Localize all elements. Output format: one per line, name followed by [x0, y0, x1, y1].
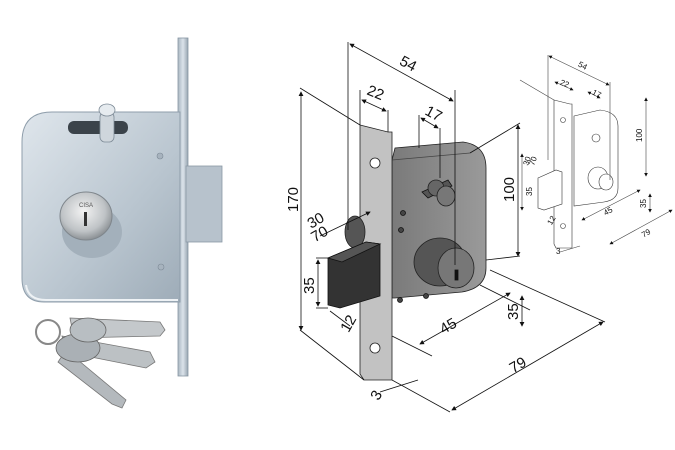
svg-text:54: 54 [397, 53, 420, 76]
svg-text:70: 70 [527, 155, 539, 167]
svg-text:3: 3 [556, 247, 561, 256]
technical-drawing-small [519, 55, 673, 253]
svg-text:17: 17 [422, 103, 445, 126]
svg-text:35: 35 [301, 277, 318, 294]
lock-photo: CISA [21, 37, 223, 409]
svg-text:45: 45 [602, 205, 615, 218]
svg-text:100: 100 [635, 128, 644, 142]
svg-text:100: 100 [501, 177, 518, 202]
svg-text:12: 12 [337, 312, 360, 335]
svg-text:35: 35 [639, 199, 648, 208]
svg-text:17: 17 [591, 88, 604, 100]
svg-text:45: 45 [437, 315, 460, 338]
cylinder-brand: CISA [79, 203, 93, 209]
svg-text:22: 22 [364, 82, 386, 104]
keys [35, 317, 166, 409]
svg-text:22: 22 [559, 78, 571, 90]
svg-text:3: 3 [367, 387, 386, 403]
latch-knob [98, 103, 116, 117]
svg-text:30: 30 [521, 155, 533, 167]
technical-drawing-large [298, 42, 606, 413]
svg-text:35: 35 [525, 187, 534, 196]
svg-text:79: 79 [507, 354, 530, 377]
knob-slot [68, 121, 128, 134]
svg-text:79: 79 [640, 227, 653, 240]
svg-text:30: 30 [304, 209, 327, 232]
svg-text:170: 170 [285, 187, 302, 212]
deadbolt [185, 165, 223, 243]
dimension-labels-large: 54 22 17 170 100 30 70 35 12 45 35 79 3 [285, 53, 530, 404]
svg-text:35: 35 [505, 303, 522, 320]
svg-text:70: 70 [308, 223, 331, 246]
